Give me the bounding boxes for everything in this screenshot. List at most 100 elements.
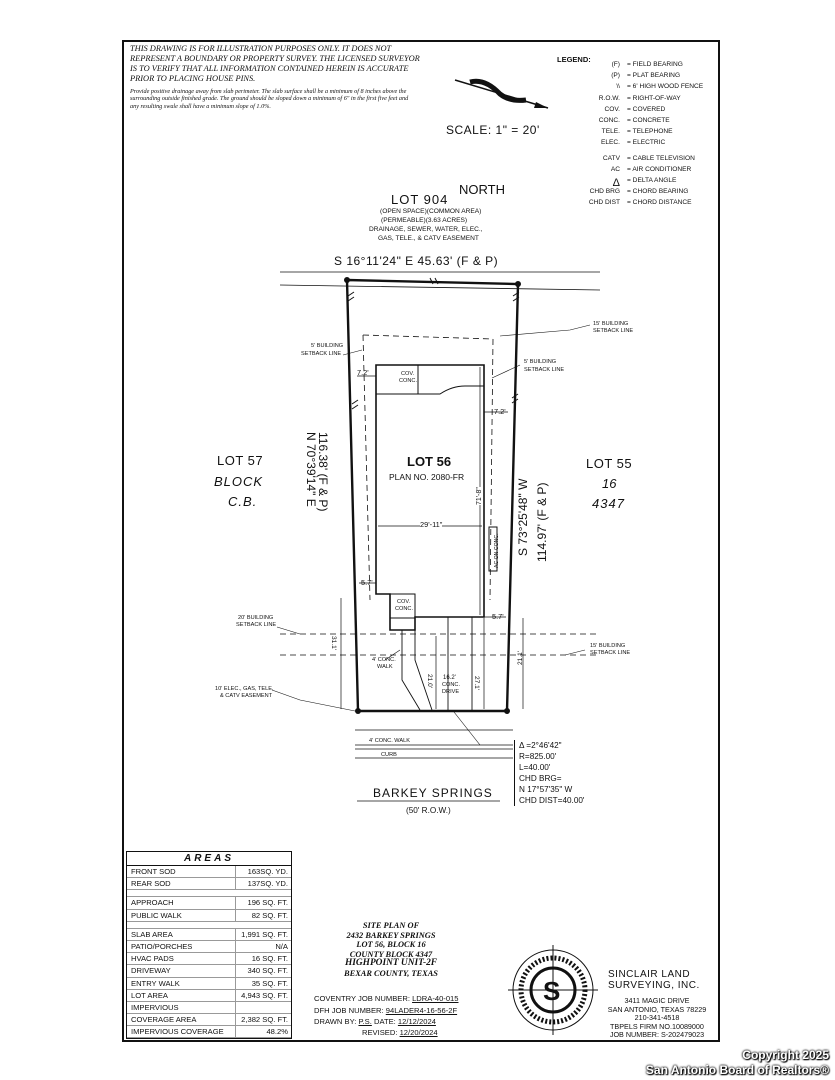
areas-row-label: Patio/Porches: [131, 941, 193, 951]
areas-row-label: Impervious Coverage: [131, 1027, 224, 1037]
legend-text: = FIELD BEARING: [627, 61, 683, 68]
setback-15-top-l1: 15' BUILDING: [593, 321, 629, 327]
copyright-watermark: Copyright 2025: [742, 1048, 829, 1062]
lot-904-line1: (OPEN SPACE)(COMMON AREA): [380, 208, 482, 215]
areas-row-value: 196 SQ. FT.: [235, 897, 291, 909]
dim-left-5-7: 5.7': [361, 578, 373, 587]
disclaimer-text: This drawing is for illustration purpose…: [130, 44, 420, 83]
areas-row: Front Sod163SQ. YD.: [127, 866, 291, 879]
setback-20-l2: SETBACK LINE: [236, 622, 277, 628]
revised-value: 12/20/2024: [399, 1028, 438, 1037]
areas-row-label: Coverage Area: [131, 1015, 197, 1025]
curb-label: CURB: [381, 752, 397, 758]
areas-row: Rear Sod 137SQ. YD.: [127, 878, 291, 891]
dfh-job-value: 94LADER4-16-56-2F: [385, 1006, 458, 1015]
legend-text: = CONCRETE: [627, 117, 670, 124]
lot-904-line4: GAS, TELE., & CATV EASEMENT: [378, 235, 479, 242]
north-label: NORTH: [459, 182, 505, 197]
dim-left-7-2: 7.2': [357, 368, 369, 377]
top-boundary-bearing: S 16°11'24" E 45.63' (F & P): [334, 254, 499, 268]
site-plan-line1: SITE PLAN OF: [362, 921, 420, 930]
areas-row: Impervious Coverage48.2%: [127, 1026, 291, 1039]
areas-spacer: [127, 922, 291, 929]
dim-right-5-7: 5.7': [492, 612, 504, 621]
dfh-job-row: DFH JOB NUMBER: 94LADER4-16-56-2F: [314, 1006, 457, 1015]
lot-55-label: LOT 55: [586, 456, 633, 471]
address-l3: 210-341-4518: [634, 1013, 680, 1023]
cov-conc-top-l2: CONC.: [399, 378, 418, 384]
areas-row-label: Lot Area: [131, 990, 169, 1000]
ac-on-conc: AC ON CONC.: [494, 533, 500, 568]
legend-abbr: ELEC.: [600, 139, 620, 147]
lot-904-line3: DRAINAGE, SEWER, WATER, ELEC.,: [369, 226, 483, 233]
dfh-job-label: DFH JOB NUMBER:: [314, 1006, 384, 1015]
setback-15-top-l2: SETBACK LINE: [593, 328, 634, 334]
address-l1: 3411 MAGIC DRIVE: [624, 996, 690, 1005]
legend-text: = COVERED: [627, 105, 666, 113]
areas-row: Approach196 SQ. FT.: [127, 897, 291, 910]
drive-l1: 16.2': [443, 675, 456, 681]
areas-row: HVAC Pads16 SQ. FT.: [127, 953, 291, 966]
areas-row-value: 340 SQ. FT.: [235, 965, 291, 977]
setback-15-bot-l1: 15' BUILDING: [590, 643, 626, 649]
dim-31-1: 31.1': [330, 636, 337, 651]
legend-abbr: (P): [611, 72, 620, 80]
drawn-by-label: DRAWN BY:: [314, 1017, 357, 1026]
lot-57-label: LOT 57: [217, 453, 264, 468]
setback-5-right-l1: 5' BUILDING: [524, 359, 557, 365]
site-plan-line5: HIGHPOINT UNIT-2F: [344, 958, 438, 969]
legend-item: R.O.W. = RIGHT-OF-WAY: [560, 95, 715, 106]
right-of-way: (50' R.O.W.): [406, 806, 451, 815]
easement-l1: 10' ELEC., GAS, TELE.: [215, 686, 274, 692]
areas-row-label: Driveway: [131, 966, 171, 976]
legend-abbr: AC: [610, 165, 620, 173]
areas-row-value: 4,943 SQ. FT.: [235, 989, 291, 1001]
house-depth-dim: 71'-8": [476, 487, 483, 505]
legend-abbr: CHD DIST: [588, 199, 620, 207]
north-arrow-icon: [454, 78, 549, 109]
drawn-by-row: DRAWN BY: P.S. DATE: 12/12/2024: [314, 1017, 436, 1026]
legend-item: (F)= FIELD BEARING: [560, 61, 715, 72]
logo-letter: S: [543, 976, 561, 1006]
legend-text: = DELTA ANGLE: [627, 177, 677, 184]
drainage-note: Provide positive drainage away from slab…: [130, 88, 409, 110]
scale-label: SCALE: 1" = 20': [446, 123, 540, 137]
legend-abbr: CATV: [602, 154, 620, 162]
legend-item: AC= AIR CONDITIONER: [560, 166, 715, 177]
areas-row-label: Slab Area: [131, 929, 173, 939]
dim-27-1: 27.1': [473, 676, 480, 691]
legend-abbr: R.O.W.: [598, 94, 620, 102]
lot-55-block: 16: [602, 476, 617, 491]
areas-row-value: 82 SQ. FT.: [235, 909, 291, 921]
street-name: BARKEY SPRINGS: [373, 786, 493, 800]
areas-rows: Front Sod163SQ. YD.Rear Sod 137SQ. YD. App…: [127, 866, 291, 1039]
legend-abbr: TELE.: [601, 128, 620, 136]
areas-row-label: Entry Walk: [131, 978, 180, 988]
curve-radius: R=825.00': [519, 752, 557, 761]
coventry-job-value: LDRA-40-015: [412, 994, 459, 1003]
areas-row: Impervious: [127, 1001, 291, 1015]
legend-text: = CHORD DISTANCE: [627, 199, 692, 207]
date-value: 12/12/2024: [397, 1017, 436, 1026]
sinclair-logo-icon: [508, 945, 598, 1035]
areas-row-value: 137SQ. YD.: [235, 878, 291, 890]
areas-row: Slab Area 1,991 SQ. FT.: [127, 928, 291, 941]
setback-15-bot-l2: SETBACK LINE: [590, 650, 631, 656]
areas-row-value: 1,991 SQ. FT.: [235, 928, 291, 940]
areas-row-label: Impervious: [131, 1002, 179, 1012]
dim-21-1: 21.1': [517, 650, 524, 665]
areas-row: Public Walk82 SQ. FT.: [127, 909, 291, 922]
address-l2: SAN ANTONIO, TEXAS 78229: [607, 1004, 707, 1014]
coventry-job-label: COVENTRY JOB NUMBER:: [314, 994, 410, 1003]
legend-abbr: CHD BRG: [589, 188, 620, 196]
legend-text: = ELECTRIC: [627, 139, 666, 147]
legend-abbr: COV.: [604, 105, 620, 113]
lot-904-line2: (PERMEABLE)(3.63 ACRES): [381, 217, 468, 224]
dim-21-0: 21.0': [426, 674, 433, 689]
areas-row-label: Rear Sod: [131, 879, 171, 889]
legend-text: = RIGHT-OF-WAY: [627, 94, 681, 102]
areas-title: AREAS: [127, 852, 291, 866]
areas-row: Coverage Area2,382 SQ. FT.: [127, 1014, 291, 1027]
areas-row-label: HVAC Pads: [131, 954, 174, 964]
